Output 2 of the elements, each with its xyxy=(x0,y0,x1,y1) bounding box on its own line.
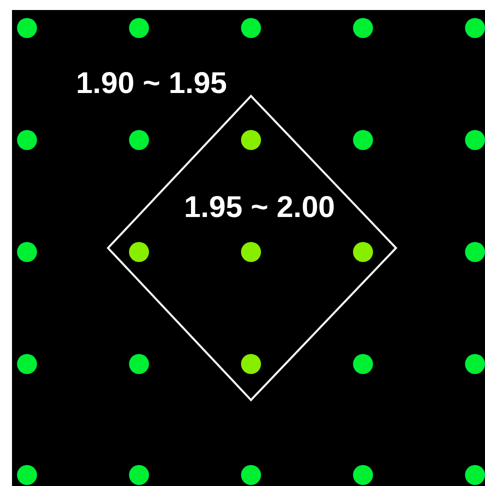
range-label: 1.90 ~ 1.95 xyxy=(76,67,227,101)
range-label: 1.95 ~ 2.00 xyxy=(184,191,335,225)
